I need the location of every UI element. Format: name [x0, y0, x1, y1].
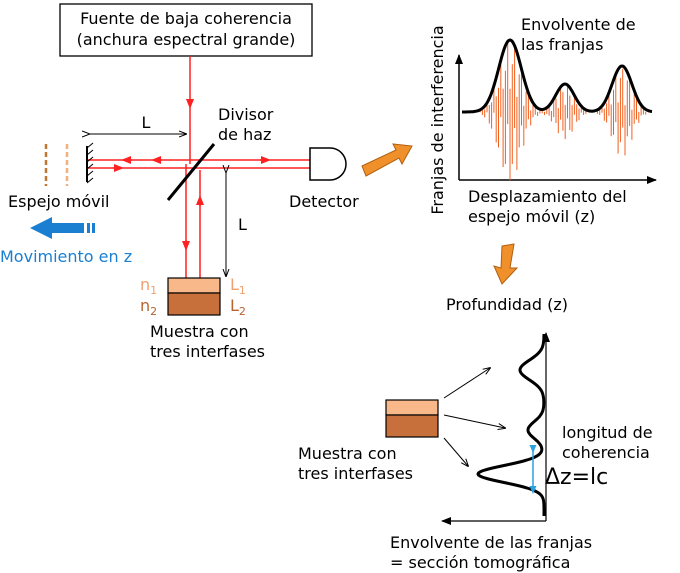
pointer-arrow-3 [443, 437, 468, 466]
pointer-arrow-1 [443, 368, 490, 399]
coherence-label-line1: longitud de [562, 423, 653, 442]
movement-label: Movimiento en z [0, 247, 132, 266]
mirror-label: Espejo móvil [8, 192, 110, 211]
L2-label: L2 [230, 296, 246, 318]
L1-label: L1 [230, 275, 246, 297]
depth-sample-caption-line2: tres interfases [298, 464, 413, 483]
depth-sample-caption-line1: Muestra con [298, 444, 397, 463]
movable-mirror [44, 142, 94, 186]
bottom-caption-line2: = sección tomográfica [390, 553, 570, 572]
coherence-label-line2: coherencia [562, 443, 650, 462]
pointer-arrow-2 [443, 414, 505, 428]
detector-label: Detector [289, 192, 359, 211]
distance-label-horizontal: L [142, 113, 151, 132]
sample-layer-2 [167, 292, 221, 316]
envelope-label-line2: las franjas [521, 35, 603, 54]
fringe-oscillations [479, 42, 647, 181]
delta-z-label: Δz=lc [545, 465, 608, 490]
flow-arrow-to-fringes [361, 143, 413, 177]
depth-plot [441, 332, 550, 525]
fringe-xlabel-line1: Desplazamiento del [468, 187, 627, 206]
sample-layer-1 [167, 277, 221, 294]
depth-axis-label: Profundidad (z) [446, 295, 568, 314]
fringe-envelope [462, 38, 653, 114]
movement-arrow-icon [30, 217, 95, 239]
depth-envelope-curve [476, 334, 546, 516]
distance-label-vertical: L [238, 215, 247, 234]
sample-caption-line2: tres interfases [150, 342, 265, 361]
splitter-label-line2: de haz [218, 125, 271, 144]
fringe-ylabel: Franjas de interferencia [428, 25, 447, 214]
depth-sample-layer-1 [385, 399, 439, 416]
source-subtitle: (anchura espectral grande) [77, 30, 296, 49]
sample-caption-line1: Muestra con [150, 322, 249, 341]
n2-label: n2 [140, 296, 157, 318]
flow-arrow-to-depth [493, 243, 519, 285]
source-title: Fuente de baja coherencia [80, 9, 292, 28]
beam-splitter [166, 143, 216, 201]
depth-sample-layer-2 [385, 414, 439, 438]
n1-label: n1 [140, 275, 157, 297]
light-beams [87, 56, 310, 310]
fringe-plot [455, 38, 657, 184]
envelope-label-line1: Envolvente de [521, 15, 636, 34]
bottom-caption-line1: Envolvente de las franjas [390, 533, 592, 552]
light-source-box: Fuente de baja coherencia (anchura espec… [59, 3, 313, 57]
fringe-xlabel-line2: espejo móvil (z) [468, 207, 595, 226]
detector-icon [309, 147, 347, 181]
splitter-label-line1: Divisor [218, 105, 274, 124]
sample-block [167, 277, 221, 316]
